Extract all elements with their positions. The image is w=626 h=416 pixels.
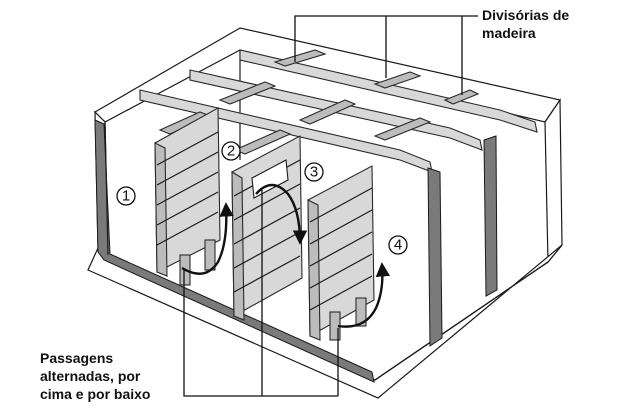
- flow-arrows: [181, 183, 391, 328]
- label-passages-line2: alternadas, por: [40, 368, 141, 384]
- compartment-1-label: 1: [122, 188, 130, 205]
- bottom-label-leaders: [183, 190, 339, 397]
- baffle-1: [154, 107, 221, 286]
- flow-arrow-under-1: [181, 202, 234, 275]
- baffle-2: [231, 135, 303, 321]
- label-passages-line1: Passagens: [40, 350, 113, 366]
- flow-arrow-under-3: [337, 262, 391, 328]
- flow-arrow-over-2: [255, 183, 308, 245]
- label-wood-partitions-line1: Divisórias de: [482, 7, 569, 23]
- compartment-3-label: 3: [310, 164, 318, 181]
- tank-body: [87, 27, 563, 399]
- compartment-markers: 1 2 3 4: [116, 141, 408, 255]
- compartment-4-label: 4: [394, 237, 402, 254]
- label-passages-line3: cima e por baixo: [40, 386, 150, 402]
- baffle-3: [307, 165, 375, 341]
- partition-walls: [427, 135, 498, 347]
- top-label-leaders: [294, 15, 478, 95]
- compartment-2-label: 2: [227, 143, 235, 160]
- label-wood-partitions-line2: madeira: [482, 25, 536, 41]
